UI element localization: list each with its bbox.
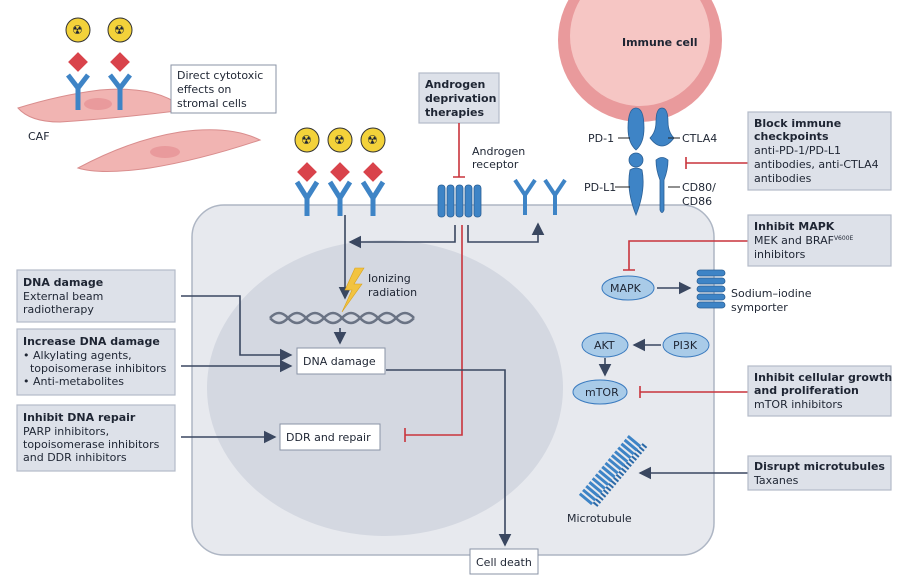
box-title: DNA damage [23, 276, 103, 289]
symporter-label: Sodium–iodine [731, 287, 812, 300]
svg-text:☢: ☢ [114, 23, 125, 37]
box-title: Increase DNA damage [23, 335, 160, 348]
box-text: radiotherapy [23, 303, 94, 316]
box-text: mTOR inhibitors [754, 398, 843, 411]
akt-text: AKT [594, 339, 615, 352]
cd80-label: CD80/ [682, 181, 716, 194]
androgen-box-title: deprivation [425, 92, 496, 105]
box-text: External beam [23, 290, 103, 303]
box-text: anti-PD-1/PD-L1 [754, 144, 841, 157]
dna-damage-box [16, 269, 176, 323]
inhibit-mapk-box [747, 214, 892, 267]
disrupt-microtubules-box [747, 455, 892, 491]
box-title: and proliferation [754, 384, 859, 397]
androgen-box-title: therapies [425, 106, 485, 119]
androgen-receptor [437, 178, 567, 218]
membrane-radioligands: ☢ ☢ ☢ [294, 127, 386, 216]
box-text: antibodies [754, 172, 812, 185]
box-title: Disrupt microtubules [754, 460, 885, 473]
mapk-node [601, 275, 655, 301]
dna-damage-node [296, 347, 386, 375]
caf-label: CAF [28, 130, 50, 143]
box-text: inhibitors [754, 248, 806, 261]
ctla4-label: CTLA4 [682, 132, 717, 145]
pi3k-text: PI3K [673, 339, 698, 352]
immune-cell-label: Immune cell [622, 36, 698, 49]
svg-text:☢: ☢ [301, 133, 312, 147]
ddr-text: DDR and repair [286, 431, 371, 444]
box-title: Inhibit DNA repair [23, 411, 136, 424]
microtubule-icon [578, 434, 648, 507]
inhibit-growth-box [747, 365, 892, 417]
box-text: and DDR inhibitors [23, 451, 127, 464]
dna-damage-text: DNA damage [303, 355, 376, 368]
box-text: antibodies, anti-CTLA4 [754, 158, 879, 171]
androgen-deprivation-box [418, 72, 500, 124]
cytotoxic-text: effects on [177, 83, 231, 96]
immune-cell: Immune cell [558, 0, 722, 122]
cd86-label: CD86 [682, 195, 712, 208]
box-title: Block immune [754, 117, 841, 130]
ionizing-label: radiation [368, 286, 417, 299]
mtor-text: mTOR [585, 386, 619, 399]
immune-checkpoint-box [747, 111, 892, 191]
svg-text:☢: ☢ [72, 23, 83, 37]
lightning-icon [341, 267, 365, 313]
akt-node [581, 332, 629, 358]
box-title: Inhibit cellular growth [754, 371, 892, 384]
symporter-label: symporter [731, 301, 788, 314]
dna-helix-icon [269, 311, 415, 325]
box-text: PARP inhibitors, [23, 425, 109, 438]
cytotoxic-text: Direct cytotoxic [177, 69, 263, 82]
symporter-icon [696, 269, 726, 309]
svg-text:☢: ☢ [367, 133, 378, 147]
radioligand-antibodies: ☢ ☢ [65, 17, 133, 110]
svg-text:☢: ☢ [334, 133, 345, 147]
cell-death-node [469, 548, 539, 575]
inhibit-dna-repair-box [16, 404, 176, 472]
ddr-node [279, 423, 381, 451]
cytotoxic-text: stromal cells [177, 97, 247, 110]
box-title: Inhibit MAPK [754, 220, 835, 233]
mtor-node [572, 379, 628, 405]
androgen-receptor-label: Androgen [472, 145, 525, 158]
box-text: Taxanes [753, 474, 799, 487]
checkpoint-proteins [615, 107, 680, 217]
microtubule-label: Microtubule [567, 512, 632, 525]
cell-death-text: Cell death [476, 556, 532, 569]
box-text: topoisomerase inhibitors [23, 362, 167, 375]
box-text: • Alkylating agents, [23, 349, 132, 362]
box-text: • Anti-metabolites [23, 375, 124, 388]
box-title: checkpoints [754, 130, 829, 143]
pd1-label: PD-1 [588, 132, 614, 145]
cytotoxic-box [170, 64, 277, 114]
androgen-box-title: Androgen [425, 78, 485, 91]
increase-dna-damage-box [16, 328, 176, 396]
pi3k-node [662, 332, 710, 358]
pdl1-label: PD-L1 [584, 181, 616, 194]
box-text: topoisomerase inhibitors [23, 438, 160, 451]
ionizing-label: Ionizing [368, 272, 411, 285]
androgen-receptor-label: receptor [472, 158, 519, 171]
mapk-text: MAPK [610, 282, 642, 295]
box-text: MEK and BRAFV600E [754, 234, 854, 247]
